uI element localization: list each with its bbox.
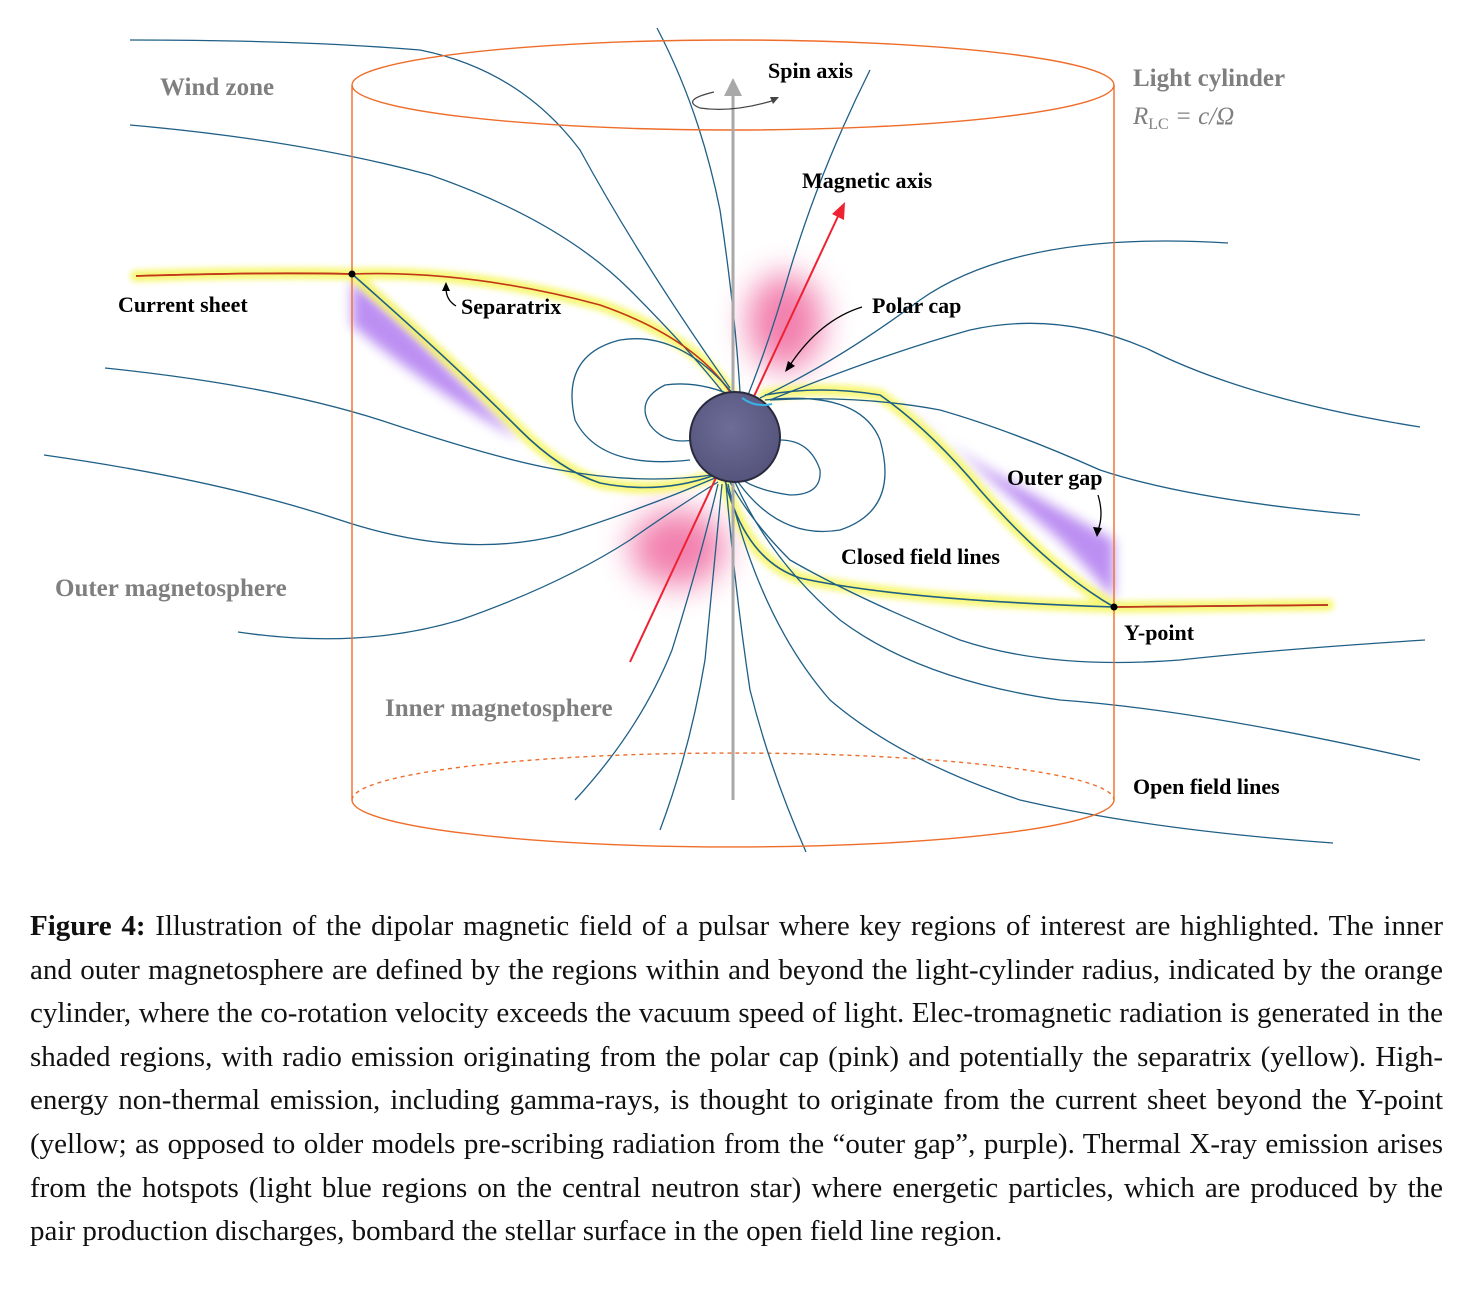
outer-gap-arrowhead-icon [1093, 527, 1102, 537]
magnetic-axis-label: Magnetic axis [802, 168, 933, 193]
outer-magnetosphere-label: Outer magnetosphere [55, 575, 287, 602]
neutron-star [689, 391, 781, 483]
field-lines [43, 27, 1426, 853]
caption-label: Figure 4: [30, 910, 146, 942]
polar-cap-arrowhead-icon [785, 361, 795, 372]
wind-zone-label: Wind zone [160, 74, 274, 101]
polar-cap-label: Polar cap [872, 293, 961, 318]
light-cylinder-formula: RLC = c/Ω [1132, 103, 1234, 133]
open-field-lines-label: Open field lines [1133, 774, 1280, 799]
spin-axis-label: Spin axis [768, 58, 853, 83]
polar-cap-arrow-icon [789, 306, 863, 366]
y-point-dot [1110, 603, 1118, 611]
pulsar-magnetosphere-figure: Wind zone Spin axis Light cylinder RLC =… [43, 27, 1426, 853]
separatrix-arrowhead-icon [442, 282, 450, 291]
inner-magnetosphere-label: Inner magnetosphere [385, 695, 613, 722]
light-cylinder [351, 39, 1115, 848]
separatrix-point [348, 270, 356, 278]
current-sheet-label: Current sheet [118, 292, 248, 317]
y-point-label: Y-point [1124, 620, 1195, 645]
closed-field-lines-label: Closed field lines [841, 544, 1000, 569]
figure-caption: Figure 4: Illustration of the dipolar ma… [30, 905, 1443, 1254]
current-sheet-left [135, 272, 353, 277]
outer-gap-regions [352, 280, 1114, 600]
separatrix-label: Separatrix [461, 294, 561, 319]
current-sheet-right [1113, 604, 1329, 608]
hotspot-icon [741, 397, 773, 407]
light-cylinder-label: Light cylinder [1133, 65, 1285, 92]
outer-gap-arrow-icon [1097, 494, 1102, 531]
caption-text: Illustration of the dipolar magnetic fie… [30, 910, 1443, 1248]
outer-gap-label: Outer gap [1007, 465, 1103, 490]
